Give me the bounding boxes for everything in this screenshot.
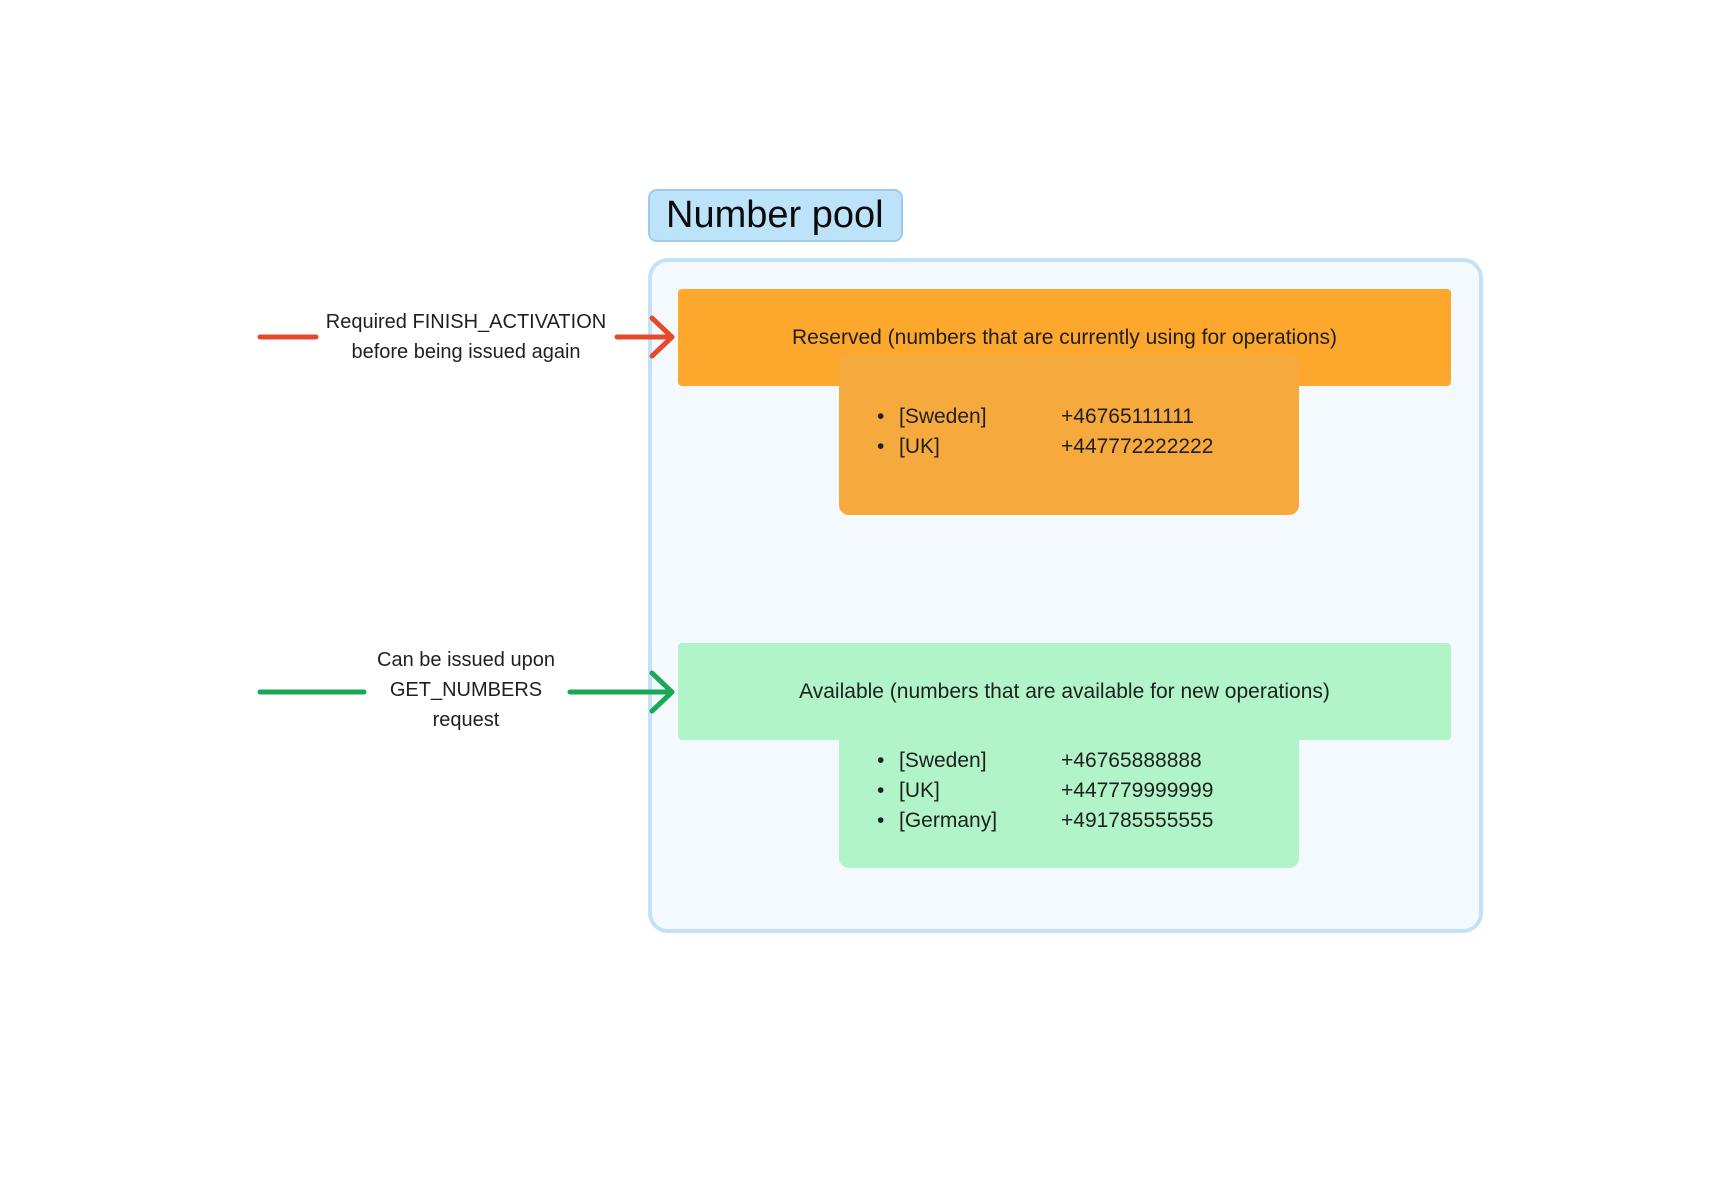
reserved-annotation-line-1: Required FINISH_ACTIVATION: [325, 311, 607, 333]
reserved-annotation: Required FINISH_ACTIVATION before being …: [316, 307, 616, 367]
list-item: • [Sweden] +46765111111: [877, 402, 1299, 432]
available-annotation: Can be issued upon GET_NUMBERS request: [316, 645, 616, 735]
reserved-arrowhead: [649, 315, 675, 359]
reserved-annotation-line-2: before being issued again: [351, 341, 581, 363]
available-arrow-icon: [257, 670, 675, 714]
bullet-icon: •: [877, 405, 885, 428]
reserved-numbers-list: • [Sweden] +46765111111 • [UK] +44777222…: [877, 402, 1299, 462]
available-annotation-line-3: request: [432, 709, 500, 731]
phone-number: +447779999999: [1061, 779, 1214, 802]
country-label: [UK]: [899, 435, 940, 458]
list-item: • [Germany] +491785555555: [877, 806, 1299, 836]
reserved-arrow-icon: [257, 315, 675, 359]
bullet-icon: •: [877, 779, 885, 802]
available-annotation-line-2: GET_NUMBERS: [389, 679, 543, 701]
country-label: [Germany]: [899, 809, 998, 832]
available-numbers-panel: • [Sweden] +46765888888 • [UK] +44777999…: [839, 740, 1299, 868]
country-label: [Sweden]: [899, 405, 987, 428]
phone-number: +46765111111: [1061, 405, 1194, 428]
phone-number: +491785555555: [1061, 809, 1214, 832]
number-pool-title: Number pool: [648, 189, 903, 242]
reserved-section-label: Reserved (numbers that are currently usi…: [791, 325, 1338, 349]
phone-number: +46765888888: [1061, 749, 1202, 772]
reserved-numbers-panel: • [Sweden] +46765111111 • [UK] +44777222…: [839, 354, 1299, 515]
list-item: • [UK] +447779999999: [877, 776, 1299, 806]
country-label: [Sweden]: [899, 749, 987, 772]
list-item: • [Sweden] +46765888888: [877, 746, 1299, 776]
available-numbers-list: • [Sweden] +46765888888 • [UK] +44777999…: [877, 746, 1299, 836]
available-annotation-line-1: Can be issued upon: [377, 649, 555, 671]
phone-number: +447772222222: [1061, 435, 1214, 458]
available-arrowhead: [649, 670, 675, 714]
available-section-label: Available (numbers that are available fo…: [799, 679, 1330, 703]
country-label: [UK]: [899, 779, 940, 802]
available-section-header: Available (numbers that are available fo…: [678, 643, 1451, 740]
bullet-icon: •: [877, 749, 885, 772]
bullet-icon: •: [877, 809, 885, 832]
bullet-icon: •: [877, 435, 885, 458]
list-item: • [UK] +447772222222: [877, 432, 1299, 462]
